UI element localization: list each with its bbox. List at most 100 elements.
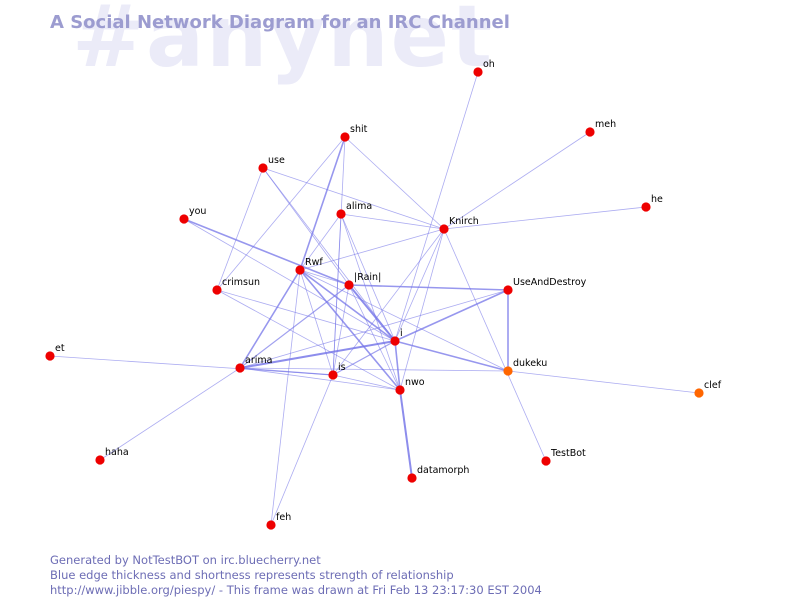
- node-dot-testbot: [541, 456, 551, 466]
- edge-crimsun-nwo: [216, 289, 401, 391]
- node-label-arima: arima: [245, 355, 272, 366]
- node-dot-you: [179, 214, 189, 224]
- node-dot-arima: [235, 363, 245, 373]
- node-label-alima: alima: [346, 201, 372, 212]
- node-label-crimsun: crimsun: [222, 277, 260, 288]
- node-clef: clef: [694, 380, 722, 398]
- node-he: he: [641, 194, 663, 212]
- node-dukeku: dukeku: [503, 358, 547, 376]
- node-label-is: is: [338, 362, 346, 373]
- edge-he-knirch: [443, 206, 647, 230]
- edge-knirch-rwf: [299, 228, 445, 271]
- node-label-haha: haha: [105, 447, 129, 458]
- node-label-rwf: Rwf: [305, 257, 323, 268]
- node-label-feh: feh: [276, 512, 291, 523]
- edge-knirch-testbot: [443, 228, 547, 462]
- edge-shit-rwf: [299, 136, 346, 271]
- node-dot-rain: [344, 280, 354, 290]
- node-label-meh: meh: [595, 119, 616, 130]
- node-dot-meh: [585, 127, 595, 137]
- edge-alima-rwf: [299, 213, 342, 271]
- edge-useanddestroy-i: [394, 289, 509, 342]
- node-dot-i: [390, 336, 400, 346]
- node-shit: shit: [340, 124, 368, 142]
- node-datamorph: datamorph: [407, 465, 469, 483]
- edge-rwf-is: [299, 269, 334, 376]
- node-knirch: Knirch: [439, 216, 479, 234]
- edge-rain-nwo: [348, 284, 401, 391]
- node-dot-dukeku: [503, 366, 513, 376]
- edge-use-knirch: [262, 167, 445, 230]
- node-dot-oh: [473, 67, 483, 77]
- node-i: i: [390, 328, 403, 346]
- edge-rain-useanddestroy: [348, 284, 509, 291]
- node-rwf: Rwf: [295, 257, 323, 275]
- edge-knirch-is: [332, 228, 445, 376]
- edge-use-crimsun: [216, 167, 264, 291]
- edges-layer: [49, 71, 700, 526]
- node-meh: meh: [585, 119, 616, 137]
- node-dot-is: [328, 370, 338, 380]
- node-dot-clef: [694, 388, 704, 398]
- edge-is-nwo: [332, 374, 401, 391]
- footer-frame-info: http://www.jibble.org/piespy/ - This fra…: [50, 583, 542, 597]
- edge-i-arima: [239, 340, 396, 369]
- edge-i-dukeku: [394, 340, 509, 372]
- edge-crimsun-i: [216, 289, 396, 342]
- edge-you-i: [183, 218, 396, 342]
- node-et: et: [45, 343, 65, 361]
- edge-rain-i: [348, 284, 396, 342]
- edge-you-rain: [183, 218, 350, 286]
- edge-nwo-datamorph: [399, 389, 413, 479]
- node-dot-et: [45, 351, 55, 361]
- edge-oh-i: [394, 71, 479, 342]
- node-dot-he: [641, 202, 651, 212]
- edge-rwf-i: [299, 269, 396, 342]
- edge-alima-i: [340, 213, 396, 342]
- node-dot-haha: [95, 455, 105, 465]
- node-label-datamorph: datamorph: [417, 465, 469, 476]
- edge-arima-dukeku: [239, 367, 509, 372]
- node-you: you: [179, 206, 206, 224]
- footer-generated-by: Generated by NotTestBOT on irc.bluecherr…: [50, 553, 321, 567]
- node-arima: arima: [235, 355, 272, 373]
- node-dot-use: [258, 163, 268, 173]
- channel-watermark: #anynet: [72, 0, 495, 87]
- footer-legend-note: Blue edge thickness and shortness repres…: [50, 568, 454, 582]
- edge-rain-is: [332, 284, 350, 376]
- edge-arima-is: [239, 367, 334, 376]
- node-dot-nwo: [395, 385, 405, 395]
- node-crimsun: crimsun: [212, 277, 260, 295]
- node-rain: |Rain|: [344, 272, 381, 290]
- edge-use-i: [262, 167, 396, 342]
- edge-shit-crimsun: [216, 136, 346, 291]
- edge-knirch-i: [394, 228, 445, 342]
- node-label-i: i: [400, 328, 403, 339]
- node-testbot: TestBot: [541, 448, 586, 466]
- edge-alima-nwo: [340, 213, 401, 391]
- node-label-you: you: [189, 206, 206, 217]
- edge-shit-knirch: [344, 136, 445, 230]
- node-label-useanddestroy: UseAndDestroy: [513, 277, 587, 288]
- node-label-use: use: [268, 155, 285, 166]
- node-haha: haha: [95, 447, 129, 465]
- node-label-nwo: nwo: [405, 377, 425, 388]
- node-dot-alima: [336, 209, 346, 219]
- edge-meh-knirch: [443, 131, 591, 230]
- edge-arima-haha: [99, 367, 241, 461]
- node-label-dukeku: dukeku: [513, 358, 547, 369]
- footer-caption: Generated by NotTestBOT on irc.bluecherr…: [50, 553, 542, 598]
- node-useanddestroy: UseAndDestroy: [503, 277, 587, 295]
- edge-knirch-nwo: [399, 228, 445, 391]
- edge-rwf-rain: [299, 269, 350, 286]
- node-use: use: [258, 155, 285, 173]
- node-label-rain: |Rain|: [354, 272, 381, 283]
- node-dot-knirch: [439, 224, 449, 234]
- node-nwo: nwo: [395, 377, 425, 395]
- edge-use-rain: [262, 167, 350, 286]
- edge-alima-knirch: [340, 213, 445, 230]
- edge-dukeku-clef: [507, 370, 700, 394]
- edge-useanddestroy-arima: [239, 289, 509, 369]
